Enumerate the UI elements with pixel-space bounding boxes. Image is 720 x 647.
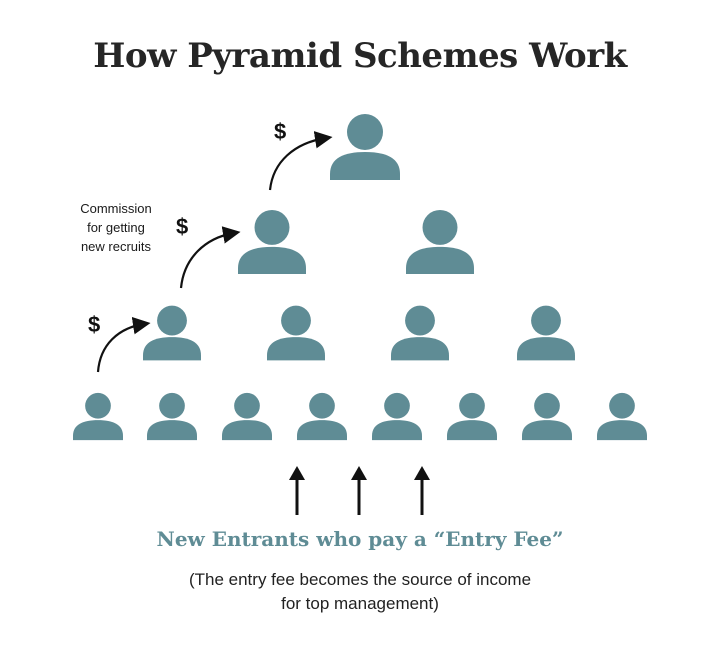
person-icon <box>447 392 497 441</box>
person-icon <box>330 114 400 180</box>
annotation-line: for getting <box>87 220 145 235</box>
person-icon <box>517 305 575 361</box>
new-entrants-label: New Entrants who pay a “Entry Fee” <box>156 527 564 551</box>
annotation-line: new recruits <box>80 239 152 254</box>
dollar-icon: $ <box>176 214 189 239</box>
curved-arrow-icon <box>179 226 241 289</box>
person-icon <box>597 392 647 441</box>
annotation-line: Commission <box>80 201 152 216</box>
curved-arrow-icon <box>268 131 333 191</box>
up-arrow-icon <box>414 466 430 515</box>
person-icon <box>238 209 306 275</box>
person-icon <box>267 305 325 361</box>
person-icon <box>222 392 272 441</box>
commission-annotation: Commission for getting new recruits <box>62 199 170 256</box>
person-icon <box>143 305 201 361</box>
up-arrow-icon <box>289 466 305 515</box>
person-icon <box>406 209 474 275</box>
dollar-icon: $ <box>88 312 101 337</box>
curved-arrow-icon <box>96 316 151 373</box>
person-icon <box>73 392 123 441</box>
up-arrow-icon <box>351 466 367 515</box>
note-line: (The entry fee becomes the source of inc… <box>188 570 532 589</box>
note-line: for top management) <box>281 594 439 613</box>
person-icon <box>147 392 197 441</box>
page-title: How Pyramid Schemes Work <box>93 36 627 76</box>
person-icon <box>391 305 449 361</box>
person-icon <box>297 392 347 441</box>
entry-fee-note: (The entry fee becomes the source of inc… <box>0 568 720 616</box>
person-icon <box>522 392 572 441</box>
person-icon <box>372 392 422 441</box>
dollar-icon: $ <box>274 119 287 144</box>
